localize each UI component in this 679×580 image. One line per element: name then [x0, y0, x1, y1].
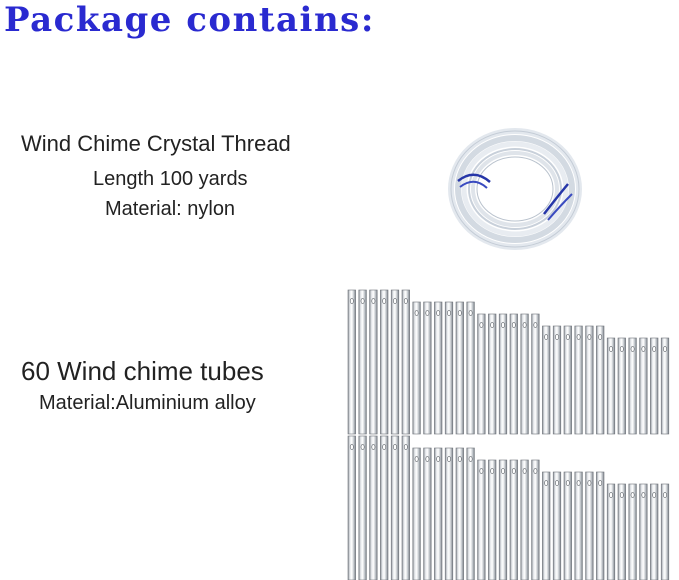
chime-tube	[639, 337, 648, 435]
chime-tube	[498, 313, 508, 435]
chime-tube	[650, 337, 659, 435]
chime-tube	[423, 447, 432, 580]
chime-tube	[628, 337, 637, 435]
thread-name: Wind Chime Crystal Thread	[21, 131, 291, 156]
chime-tube	[660, 337, 670, 435]
chime-tube	[617, 483, 626, 580]
chime-tube	[574, 471, 583, 580]
tubes-name: 60 Wind chime tubes	[21, 356, 264, 386]
chime-tube	[434, 301, 443, 435]
chime-tube	[488, 313, 497, 435]
chime-tube	[401, 435, 410, 580]
chime-tube	[542, 325, 551, 435]
chime-tube	[520, 459, 529, 580]
chime-tube	[531, 313, 540, 435]
chime-tube	[574, 325, 583, 435]
chime-tube	[606, 483, 616, 580]
chime-tube	[628, 483, 637, 580]
chime-tube	[444, 301, 454, 435]
chime-tube	[477, 459, 486, 580]
chime-tube	[412, 301, 421, 435]
chime-tube	[563, 325, 572, 435]
chime-tube	[466, 447, 475, 580]
chime-tube	[552, 325, 562, 435]
chime-tube	[455, 301, 464, 435]
chime-tube	[380, 435, 389, 580]
chime-tube	[369, 289, 378, 435]
chime-tube	[509, 459, 518, 580]
chime-tube	[401, 289, 410, 435]
chime-tube	[412, 447, 421, 580]
chime-tube	[380, 289, 389, 435]
chime-tube	[552, 471, 562, 580]
chime-tube	[617, 337, 626, 435]
chime-tube	[369, 435, 378, 580]
chime-tube	[531, 459, 540, 580]
chime-tube	[423, 301, 432, 435]
chime-tube	[455, 447, 464, 580]
chime-tube	[563, 471, 572, 580]
chime-tube	[358, 289, 367, 435]
chime-tube	[606, 337, 616, 435]
page-title: Package contains:	[4, 0, 375, 40]
chime-tube	[585, 471, 594, 580]
chime-tube	[390, 435, 400, 580]
thread-material: Material: nylon	[105, 198, 236, 220]
chime-tube	[639, 483, 648, 580]
nylon-thread-spool-icon	[448, 128, 582, 250]
chime-tube	[596, 325, 605, 435]
chime-tube	[650, 483, 659, 580]
chime-tube	[509, 313, 518, 435]
chime-tube	[466, 301, 475, 435]
chime-tube	[390, 289, 400, 435]
chime-tube	[596, 471, 605, 580]
aluminium-tubes-icon	[347, 289, 670, 580]
thread-length: Length 100 yards	[93, 168, 248, 190]
chime-tube	[488, 459, 497, 580]
tubes-material: Material:Aluminium alloy	[39, 392, 256, 414]
chime-tube	[477, 313, 486, 435]
chime-tube	[444, 447, 454, 580]
chime-tube	[434, 447, 443, 580]
chime-tube	[498, 459, 508, 580]
chime-tube	[347, 435, 356, 580]
chime-tube	[347, 289, 356, 435]
chime-tube	[542, 471, 551, 580]
chime-tube	[520, 313, 529, 435]
chime-tube	[585, 325, 594, 435]
chime-tube	[358, 435, 367, 580]
chime-tube	[660, 483, 670, 580]
